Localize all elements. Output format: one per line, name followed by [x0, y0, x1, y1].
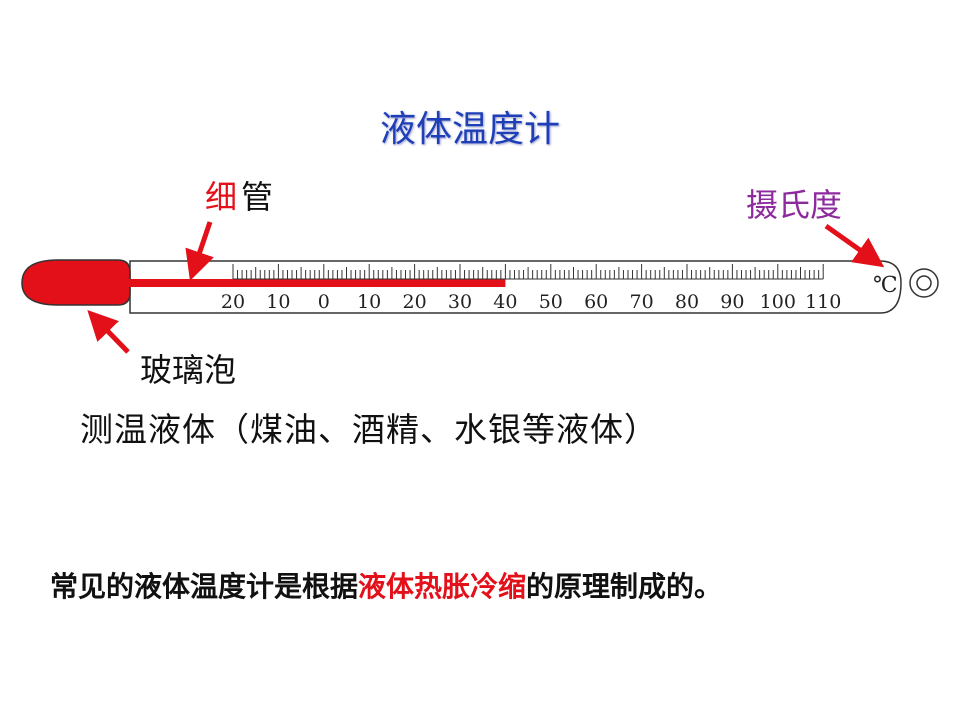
scale-label: 30 [448, 291, 472, 313]
summary-highlight: 液体热胀冷缩 [358, 570, 527, 603]
glass-bulb [21, 259, 131, 306]
scale-label: 0 [318, 291, 330, 313]
page-title: 液体温度计 [379, 109, 560, 150]
liquid-column [128, 279, 506, 287]
celsius-unit: ℃ [873, 273, 898, 298]
bulb-label: 玻璃泡 [140, 351, 237, 389]
celsius-label: 摄氏度 [746, 186, 843, 224]
tube-label: 管 [241, 178, 274, 216]
scale-ticks [232, 264, 824, 280]
scale-label: 50 [539, 291, 563, 313]
summary-text: 常见的液体温度计是根据液体热胀冷缩的原理制成的。 [50, 565, 722, 605]
liquid-types-label: 测温液体（煤油、酒精、水银等液体） [80, 410, 658, 449]
scale-label: 10 [357, 291, 381, 313]
summary-part-1: 常见的液体温度计是根据 [50, 570, 359, 603]
scale-label: 20 [403, 291, 427, 313]
scale-label: 100 [760, 291, 796, 313]
arrow-to-bulb [87, 310, 130, 354]
scale-label: 110 [805, 291, 841, 313]
arrow-to-celsius [824, 223, 885, 268]
tube-label-red: 细 [205, 178, 238, 216]
scale-label: 70 [630, 291, 654, 313]
scale-label: 20 [221, 291, 245, 313]
scale-label: 10 [266, 291, 290, 313]
scale-label: 60 [584, 291, 608, 313]
scale-label: 90 [720, 291, 744, 313]
scale-label: 40 [493, 291, 517, 313]
glass-tube [129, 260, 902, 314]
scale-label: 80 [675, 291, 699, 313]
arrow-to-tube [185, 221, 214, 281]
summary-part-2: 的原理制成的。 [526, 570, 723, 603]
